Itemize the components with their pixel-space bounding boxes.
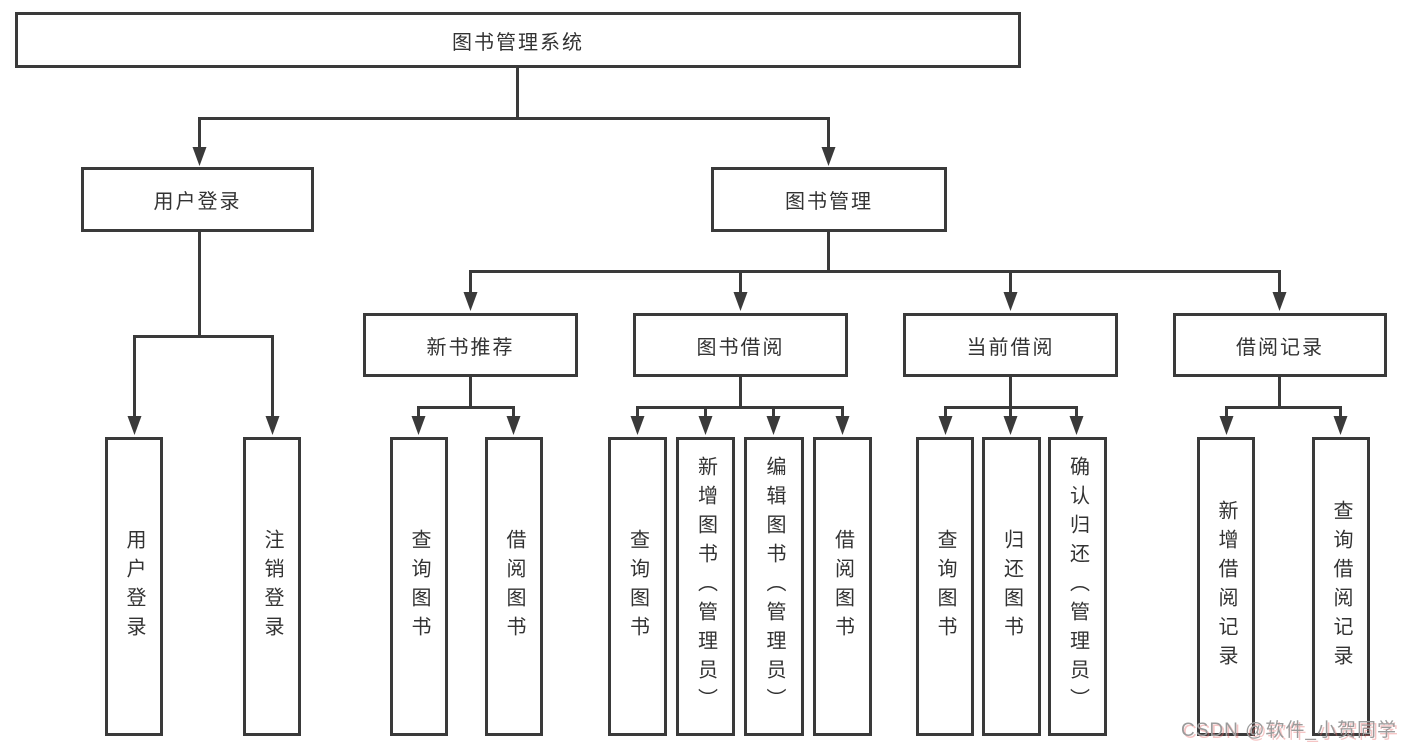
arrowhead bbox=[1003, 416, 1018, 435]
arrowhead bbox=[463, 292, 478, 311]
leaf-edit-book-admin: 编辑图书（管理员） bbox=[744, 437, 804, 736]
arrowhead bbox=[192, 147, 207, 166]
leaf-add-borrow-record: 新增借阅记录 bbox=[1197, 437, 1255, 736]
arrowhead bbox=[698, 416, 713, 435]
leaf-confirm-return-admin: 确认归还（管理员） bbox=[1048, 437, 1107, 736]
connector-root-to-branches bbox=[198, 68, 830, 154]
connector-current-borrowing-to-leaves bbox=[944, 377, 1078, 422]
arrowhead bbox=[1219, 416, 1234, 435]
connector-user-login-to-leaves bbox=[133, 232, 274, 422]
csdn-watermark: CSDN @软件_小贺同学 bbox=[1181, 720, 1397, 741]
leaf-query-books-borrowing: 查询图书 bbox=[608, 437, 667, 736]
node-library-management-system: 图书管理系统 bbox=[15, 12, 1021, 68]
connector-new-book-to-leaves bbox=[417, 377, 515, 422]
leaf-borrow-books-borrowing: 借阅图书 bbox=[813, 437, 872, 736]
node-borrowing-records: 借阅记录 bbox=[1173, 313, 1387, 377]
arrowhead bbox=[766, 416, 781, 435]
arrowhead bbox=[835, 416, 850, 435]
arrowhead bbox=[127, 416, 142, 435]
connector-book-management-to-sections bbox=[469, 232, 1281, 299]
leaf-borrow-books-recommend: 借阅图书 bbox=[485, 437, 543, 736]
arrowhead bbox=[265, 416, 280, 435]
arrowhead bbox=[733, 292, 748, 311]
node-book-borrowing: 图书借阅 bbox=[633, 313, 848, 377]
arrowheads bbox=[127, 147, 1348, 435]
leaf-add-book-admin: 新增图书（管理员） bbox=[676, 437, 735, 736]
node-new-book-recommend: 新书推荐 bbox=[363, 313, 578, 377]
node-book-management-branch: 图书管理 bbox=[711, 167, 947, 232]
arrowhead bbox=[411, 416, 426, 435]
arrowhead bbox=[821, 147, 836, 166]
arrowhead bbox=[1003, 292, 1018, 311]
leaf-logout: 注销登录 bbox=[243, 437, 301, 736]
leaf-query-books-current: 查询图书 bbox=[916, 437, 974, 736]
node-current-borrowing: 当前借阅 bbox=[903, 313, 1118, 377]
node-user-login-branch: 用户登录 bbox=[81, 167, 314, 232]
arrowhead bbox=[1333, 416, 1348, 435]
arrowhead bbox=[1272, 292, 1287, 311]
arrowhead bbox=[938, 416, 953, 435]
arrowhead bbox=[1069, 416, 1084, 435]
leaf-query-borrow-record: 查询借阅记录 bbox=[1312, 437, 1370, 736]
arrowhead bbox=[630, 416, 645, 435]
leaf-user-login: 用户登录 bbox=[105, 437, 163, 736]
leaf-return-book: 归还图书 bbox=[982, 437, 1041, 736]
leaf-query-books-recommend: 查询图书 bbox=[390, 437, 448, 736]
arrowhead bbox=[506, 416, 521, 435]
connector-book-borrowing-to-leaves bbox=[636, 377, 844, 422]
connector-borrowing-records-to-leaves bbox=[1225, 377, 1342, 422]
